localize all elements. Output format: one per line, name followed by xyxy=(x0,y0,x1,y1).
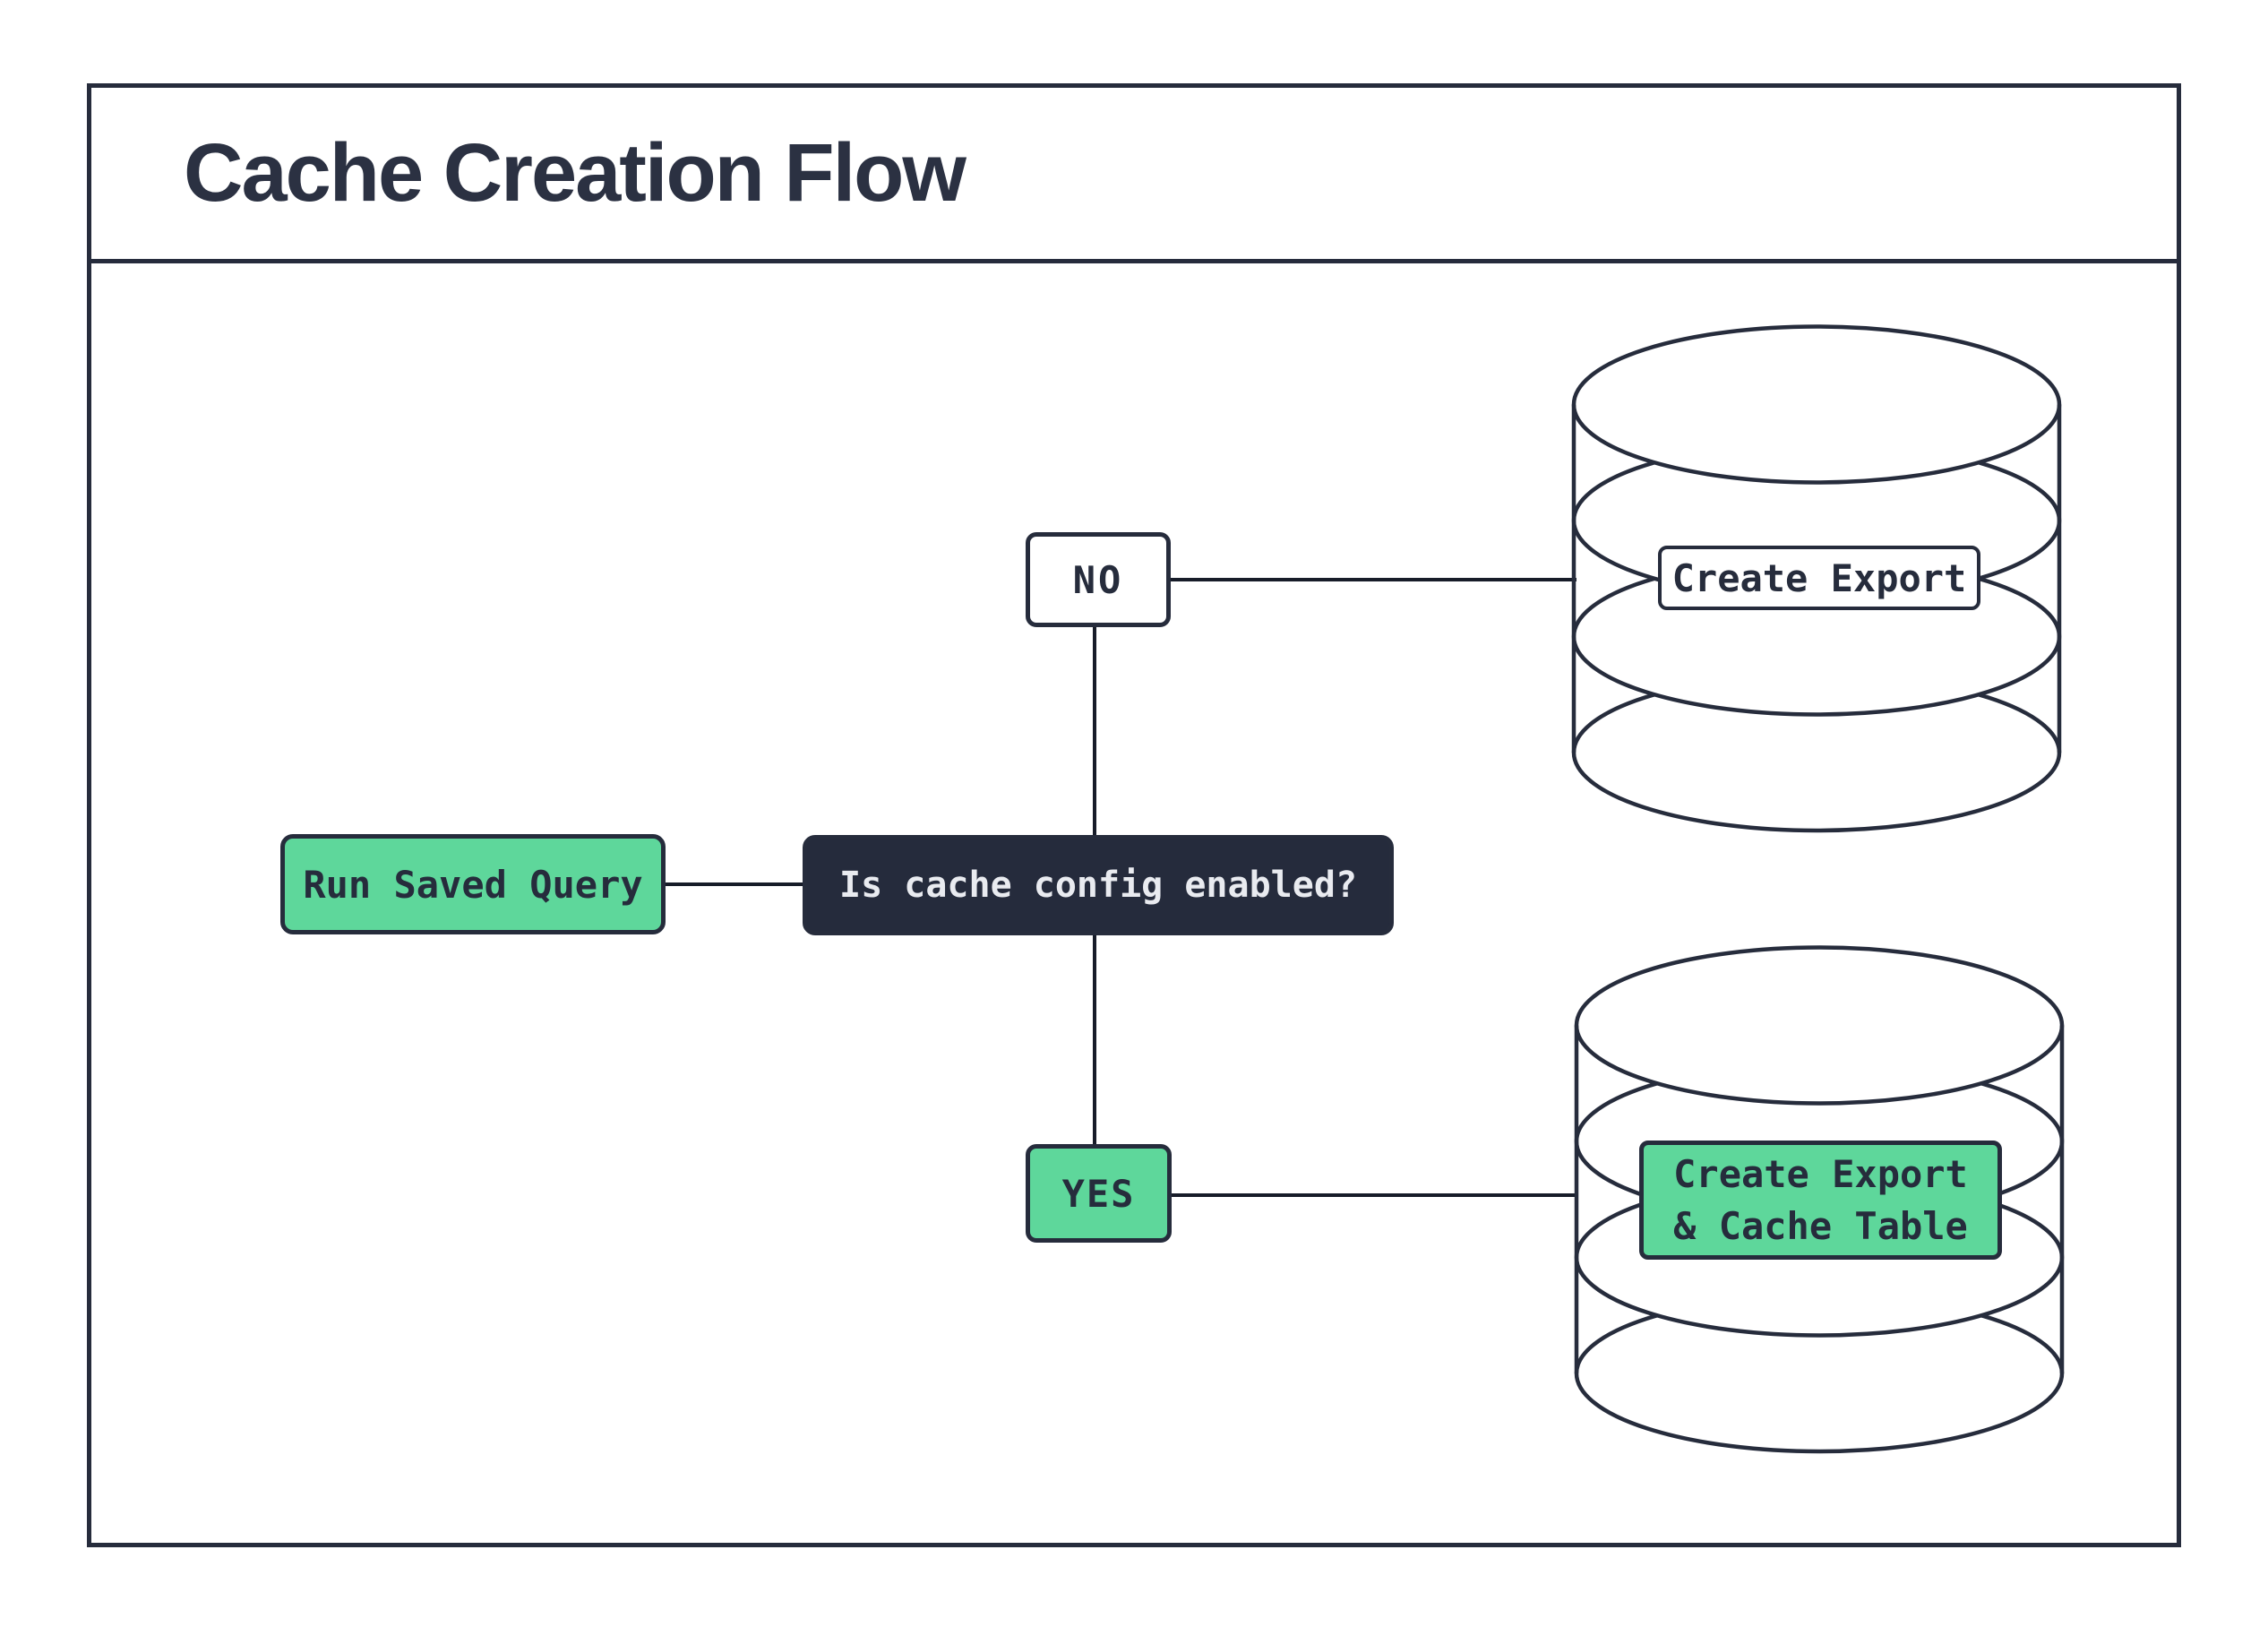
connector-decision-to-yes xyxy=(1093,934,1096,1146)
connector-no-to-database xyxy=(1169,578,1576,581)
node-decision-label: Is cache config enabled? xyxy=(839,865,1357,906)
node-create-export: Create Export xyxy=(1658,546,1980,610)
node-branch-no: NO xyxy=(1026,532,1171,627)
node-yes-label: YES xyxy=(1061,1171,1136,1216)
node-run-saved-query-label: Run Saved Query xyxy=(303,862,643,907)
connector-decision-to-no xyxy=(1093,625,1096,837)
connector-start-to-decision xyxy=(666,882,803,886)
node-create-export-label: Create Export xyxy=(1671,555,1967,600)
node-run-saved-query: Run Saved Query xyxy=(280,834,666,934)
title-bar: Cache Creation Flow xyxy=(91,88,2177,263)
node-branch-yes: YES xyxy=(1026,1144,1172,1243)
node-create-export-cache-line1: Create Export xyxy=(1673,1151,1968,1196)
node-create-export-cache-table: Create Export & Cache Table xyxy=(1639,1141,2002,1260)
connector-yes-to-database xyxy=(1170,1193,1577,1197)
page-title: Cache Creation Flow xyxy=(184,127,966,219)
node-decision-cache-config: Is cache config enabled? xyxy=(803,835,1394,935)
node-create-export-cache-line2: & Cache Table xyxy=(1673,1203,1968,1248)
node-no-label: NO xyxy=(1072,557,1124,602)
